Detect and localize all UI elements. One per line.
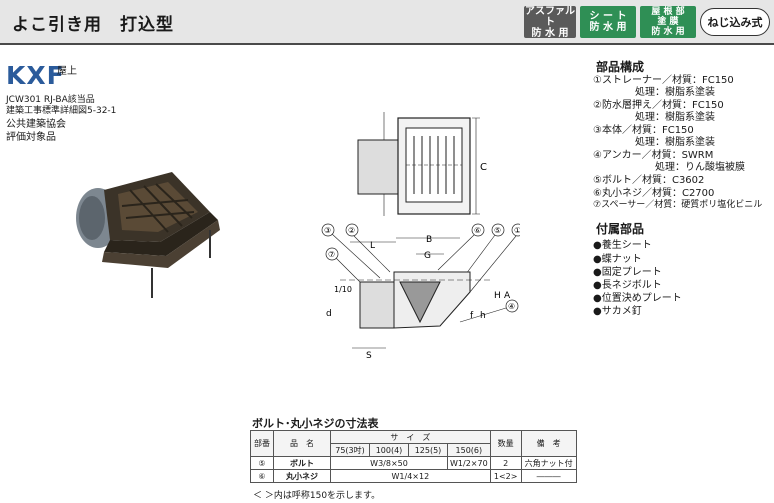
part-line-3: ③本体／材質：FC150 — [593, 125, 694, 136]
part-line-5: ⑤ボルト／材質：C3602 — [593, 175, 705, 186]
callout-3: ③ — [324, 226, 331, 235]
cell-name: ボルト — [273, 456, 331, 470]
dim-label-h-lower: h — [480, 311, 486, 321]
col-header-note: 備 考 — [520, 430, 577, 457]
part-line-2: ②防水層押え／材質：FC150 — [593, 100, 724, 111]
callout-6: ⑥ — [474, 226, 481, 235]
dim-label-f: f — [470, 311, 474, 321]
accessory-item: ●養生シート — [593, 240, 652, 251]
part-line-1b: 処理：樹脂系塗装 — [635, 87, 715, 98]
dim-label-l: L — [370, 241, 375, 251]
cell-size: W1/4×12 — [330, 469, 491, 483]
installation-location: 屋上 — [57, 66, 77, 77]
accessory-item: ●サカメ釘 — [593, 306, 642, 317]
col-header-qty: 数量 — [489, 430, 522, 457]
cell-part-no: ⑤ — [250, 456, 274, 470]
top-view-drawing: C — [357, 112, 487, 216]
spec-detail-drawing: 建築工事標準詳細図5-32-1 — [6, 106, 117, 116]
accessory-item: ●固定プレート — [593, 267, 662, 278]
roof-coating-waterproof-badge: 屋 根 部塗 膜防 水 用 — [640, 6, 696, 38]
size-col-75: 75(3吋) — [330, 443, 370, 457]
spec-association: 公共建築協会 — [6, 119, 66, 130]
sheet-waterproof-badge: シ ー ト防 水 用 — [580, 6, 636, 38]
screw-in-type-badge: ねじ込み式 — [700, 8, 770, 36]
callout-7: ⑦ — [328, 250, 335, 259]
spec-jcw: JCW301 RJ-BA該当品 — [6, 95, 95, 105]
dim-label-g: G — [424, 251, 431, 261]
part-line-3b: 処理：樹脂系塗装 — [635, 137, 715, 148]
spec-evaluation: 評価対象品 — [6, 132, 56, 143]
callout-1: ① — [514, 226, 520, 235]
col-header-size: サ イ ズ — [330, 430, 491, 444]
dim-label-d: d — [326, 309, 332, 319]
table-row: ⑥ 丸小ネジ W1/4×12 1<2> ――― — [250, 469, 577, 483]
parts-heading: 部品構成 — [596, 60, 645, 74]
part-line-1: ①ストレーナー／材質：FC150 — [593, 75, 734, 86]
cell-qty: 2 — [489, 456, 522, 470]
part-line-2b: 処理：樹脂系塗装 — [635, 112, 715, 123]
dim-label-c: C — [480, 162, 487, 173]
cell-part-no: ⑥ — [250, 469, 274, 483]
product-code: KXF — [6, 61, 65, 90]
cell-qty: 1<2> — [489, 469, 522, 483]
cell-note: ――― — [520, 469, 577, 483]
part-line-4b: 処理：りん酸塩被膜 — [655, 162, 745, 173]
dim-label-b: B — [426, 235, 432, 245]
dim-label-s: S — [366, 351, 372, 361]
size-col-125: 125(5) — [408, 443, 448, 457]
callout-5: ⑤ — [494, 226, 501, 235]
asphalt-waterproof-badge: アスファルト防 水 用 — [524, 5, 576, 39]
col-header-name: 品 名 — [273, 430, 331, 457]
cell-size: W3/8×50 — [330, 456, 448, 470]
page-title: よこ引き用 打込型 — [12, 15, 174, 35]
col-header-part: 部番 — [250, 430, 274, 457]
accessory-item: ●長ネジボルト — [593, 280, 662, 291]
part-line-4: ④アンカー／材質：SWRM — [593, 150, 714, 161]
part-line-6: ⑥丸小ネジ／材質：C2700 — [593, 188, 715, 199]
accessories-heading: 付属部品 — [596, 222, 645, 236]
callout-4: ④ — [508, 302, 515, 311]
dimension-table: 部番 品 名 サ イ ズ 数量 備 考 75(3吋) 100(4) 125(5)… — [250, 430, 577, 483]
dim-label-slope: 1/10 — [334, 285, 352, 294]
callout-2: ② — [348, 226, 355, 235]
section-view-drawing: ③ ② ⑦ ⑥ ⑤ ① ④ L B G S d H A h f 1/10 — [321, 223, 520, 361]
table-row: ⑤ ボルト W3/8×50 W1/2×70 2 六角ナット付 — [250, 456, 577, 470]
part-line-7: ⑦スペーサー／材質：硬質ポリ塩化ビニル — [593, 200, 763, 210]
table-footnote: ＜ ＞内は呼称150を示します。 — [253, 491, 381, 501]
cell-name: 丸小ネジ — [273, 469, 331, 483]
dim-label-a: A — [504, 291, 511, 301]
accessory-item: ●蝶ナット — [593, 254, 642, 265]
dim-label-h-upper: H — [494, 291, 501, 301]
size-col-100: 100(4) — [369, 443, 409, 457]
table-title: ボルト･丸小ネジの寸法表 — [252, 417, 379, 430]
cell-note: 六角ナット付 — [520, 456, 577, 470]
header-divider — [0, 43, 774, 45]
size-col-150: 150(6) — [447, 443, 491, 457]
accessory-item: ●位置決めプレート — [593, 293, 682, 304]
cell-size: W1/2×70 — [447, 456, 491, 470]
product-photo — [76, 172, 220, 298]
